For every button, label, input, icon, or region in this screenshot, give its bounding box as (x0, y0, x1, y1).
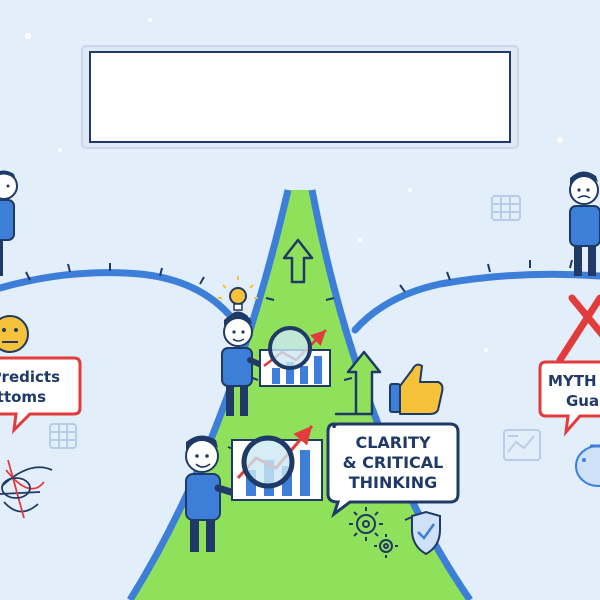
center-bubble-line2: & CRITICAL (343, 453, 444, 472)
left-branch (0, 263, 236, 322)
right-bubble-line1: MYTH (548, 372, 597, 390)
grid-doodle-left (49, 423, 77, 449)
center-bubble-line3: THINKING (349, 473, 438, 492)
right-bubble-line2: Guar (566, 392, 600, 410)
piggy-bank-icon (575, 444, 600, 487)
center-speech-bubble: CLARITY & CRITICAL THINKING (326, 422, 460, 519)
figure-right (569, 171, 600, 276)
title-banner (81, 45, 519, 149)
neutral-face-icon (0, 315, 29, 353)
grid-doodle-right (491, 195, 521, 221)
left-speech-bubble: Predicts ottoms (0, 356, 82, 435)
right-branch (351, 259, 600, 334)
turn-arrow-icon (334, 350, 382, 416)
thumbs-up-icon (389, 363, 444, 415)
red-x-icon (556, 294, 600, 364)
figure-lower (185, 425, 323, 552)
chart-doodle-right (503, 429, 541, 461)
left-bubble-line2: ottoms (0, 388, 46, 406)
right-speech-bubble: MYTH Guar (538, 360, 600, 437)
gears-icon (349, 507, 398, 558)
up-arrow-icon (282, 238, 314, 284)
figure-left (0, 170, 18, 276)
chaotic-arrows-icon (0, 459, 53, 519)
lightbulb-icon (218, 276, 258, 311)
figure-upper (221, 311, 331, 416)
left-bubble-line1: Predicts (0, 368, 60, 386)
center-bubble-line1: CLARITY (355, 433, 431, 452)
shield-check-icon (411, 510, 441, 556)
